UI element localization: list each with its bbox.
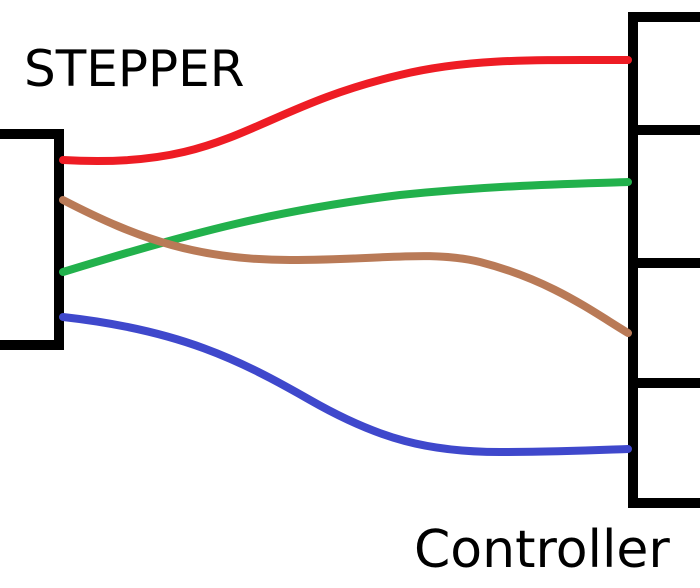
stepper-box [0, 129, 64, 350]
controller-terminal-1 [628, 12, 700, 135]
controller-terminal-4 [628, 378, 700, 508]
controller-label: Controller [414, 520, 670, 580]
controller-terminal-3 [628, 258, 700, 388]
red-wire [59, 55, 632, 165]
controller-terminal-2 [628, 125, 700, 268]
blue-wire [59, 313, 632, 457]
stepper-label: STEPPER [24, 40, 245, 98]
brown-wire [59, 196, 632, 337]
controller-box [628, 12, 700, 508]
